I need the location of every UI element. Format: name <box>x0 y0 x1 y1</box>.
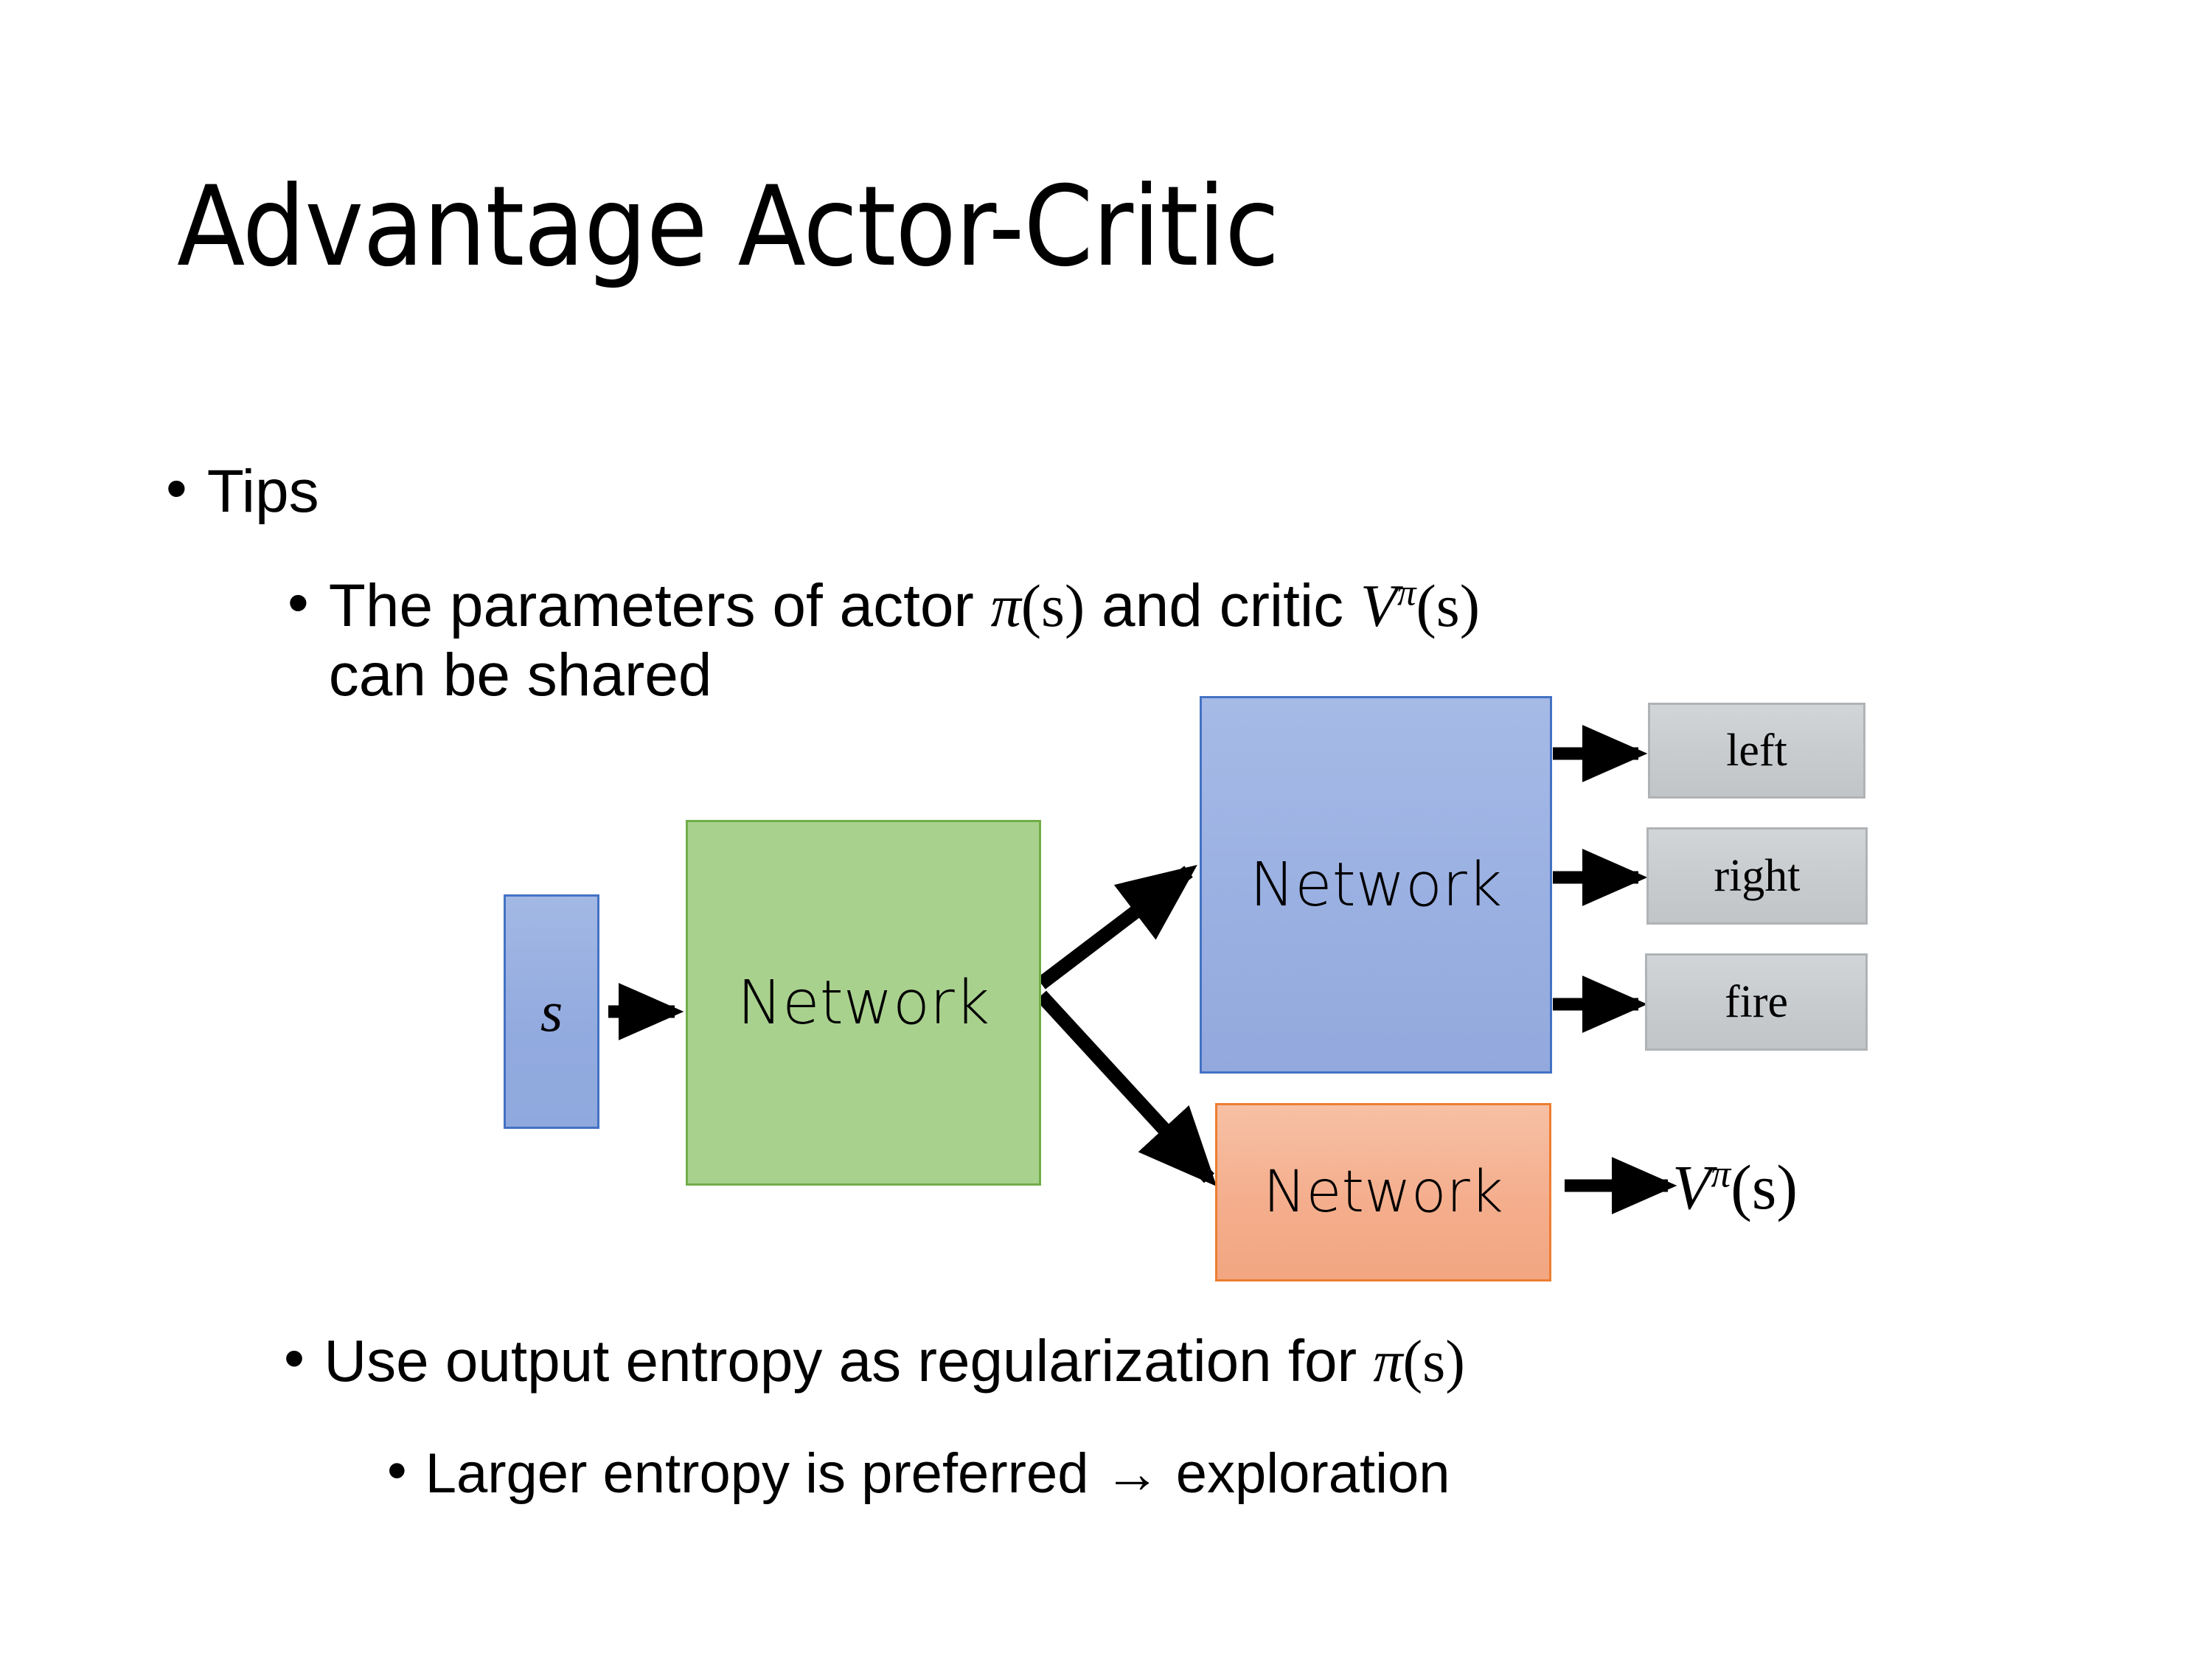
value-argument: (s) <box>1731 1152 1798 1222</box>
arrow-shared-to-critic <box>1036 990 1217 1186</box>
v-superscript-pi: π <box>1397 571 1416 613</box>
value-superscript-pi: π <box>1711 1151 1731 1196</box>
bullet-tips-label: Tips <box>206 458 319 525</box>
shared-text-line2: can be shared <box>328 641 712 709</box>
pi-symbol: π <box>1373 1329 1403 1394</box>
bullet-tips: • Tips <box>166 457 319 526</box>
action-output-left[interactable]: left <box>1648 703 1865 799</box>
state-input-label: s <box>540 979 563 1043</box>
value-v-symbol: V <box>1672 1152 1711 1222</box>
action-output-fire[interactable]: fire <box>1645 953 1868 1051</box>
entropy-text-before-pi: Use output entropy as regularization for <box>324 1328 1374 1394</box>
pi-argument: (s) <box>1020 572 1085 639</box>
pi-argument: (s) <box>1402 1329 1465 1394</box>
action-right-label: right <box>1714 850 1801 901</box>
bullet-marker-icon: • <box>387 1439 407 1502</box>
page-title: Advantage Actor-Critic <box>177 163 1279 291</box>
critic-network-box[interactable]: Network <box>1215 1103 1551 1281</box>
state-input-box[interactable]: s <box>504 894 599 1129</box>
bullet-marker-icon: • <box>166 454 187 522</box>
bullet-shared-text: The parameters of actor π(s) and critic … <box>329 571 2116 711</box>
shared-text-middle: and critic <box>1085 572 1360 639</box>
pi-symbol: π <box>990 572 1021 639</box>
v-symbol: V <box>1360 572 1398 639</box>
bullet-marker-icon: • <box>284 1324 305 1391</box>
value-function-output: Vπ(s) <box>1672 1150 1798 1224</box>
arrow-shared-to-actor <box>1037 864 1197 990</box>
v-argument: (s) <box>1416 572 1481 639</box>
bullet-marker-icon: • <box>288 568 309 636</box>
action-fire-label: fire <box>1724 976 1789 1027</box>
action-left-label: left <box>1726 725 1787 776</box>
bullet-entropy-text: Use output entropy as regularization for… <box>324 1327 2127 1396</box>
critic-network-label: Network <box>1263 1159 1503 1225</box>
shared-network-label: Network <box>737 967 990 1038</box>
shared-text-before-pi: The parameters of actor <box>328 572 991 639</box>
actor-network-box[interactable]: Network <box>1200 696 1552 1074</box>
shared-network-box[interactable]: Network <box>686 820 1041 1186</box>
bullet-larger-entropy: • Larger entropy is preferred → explorat… <box>387 1441 2157 1506</box>
bullet-shared-parameters: • The parameters of actor π(s) and criti… <box>288 571 2116 711</box>
actor-network-label: Network <box>1249 849 1503 920</box>
bullet-larger-label: Larger entropy is preferred → exploratio… <box>425 1442 1450 1505</box>
action-output-right[interactable]: right <box>1646 827 1868 925</box>
bullet-entropy-regularization: • Use output entropy as regularization f… <box>284 1327 2127 1396</box>
